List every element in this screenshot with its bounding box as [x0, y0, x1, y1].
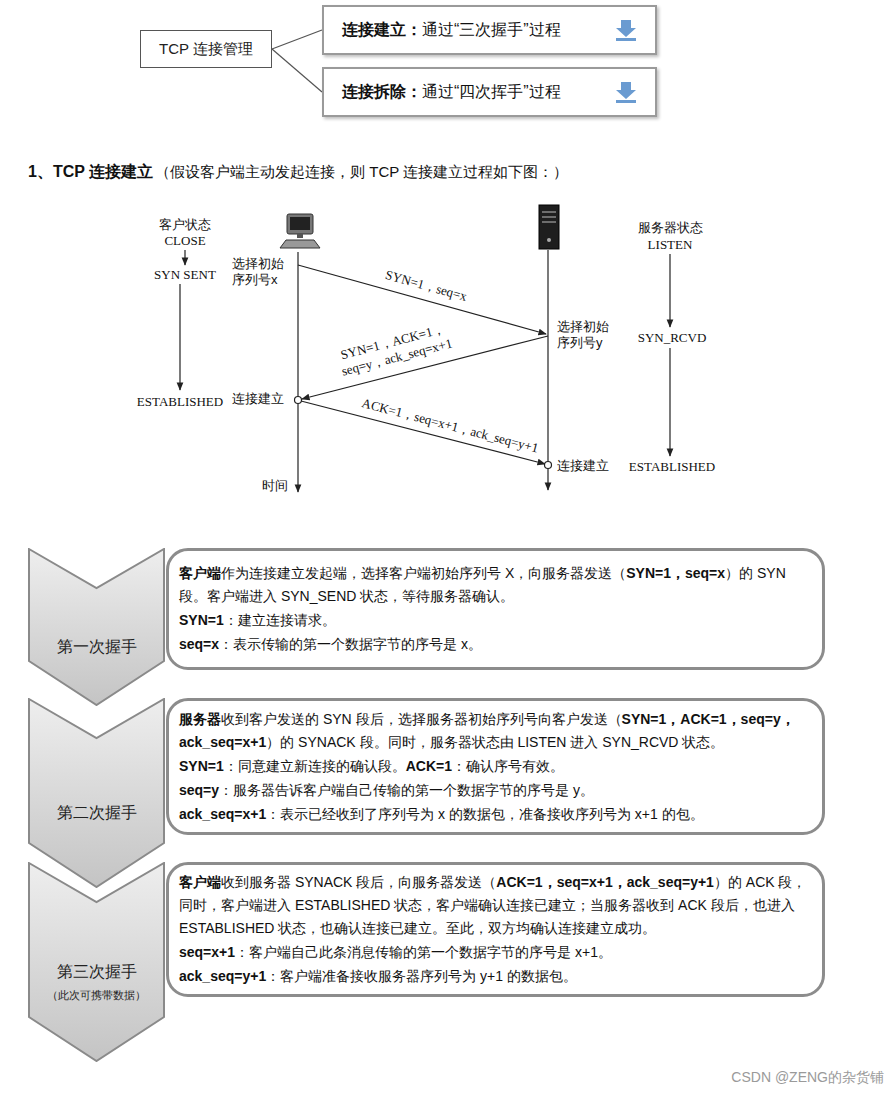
- text-line: 连接建立：通过“三次握手”过程: [342, 20, 561, 41]
- step-chevron: 第三次握手 （此次可携带数据）: [28, 862, 165, 1062]
- explanation: ：建立连接请求。: [224, 612, 336, 628]
- state-label: 时间: [262, 478, 288, 494]
- paragraph: SYN=1：建立连接请求。: [179, 609, 810, 632]
- step-name: 第二次握手: [57, 803, 137, 824]
- box-text: 通过“三次握手”过程: [422, 21, 561, 38]
- state-label: SYN_RCVD: [638, 330, 707, 346]
- explanation: 作为连接建立发起端，选择客户端初始序列号 X，向服务器发送（: [221, 565, 626, 581]
- message-arrow: [298, 265, 546, 334]
- explanation: ：客户端准备接收服务器序列号为 y+1 的数据包。: [266, 968, 577, 984]
- state-label: 选择初始序列号y: [557, 319, 617, 352]
- text-line: TCP 连接管理: [159, 40, 253, 59]
- paragraph: seq=x：表示传输的第一个数据字节的序号是 x。: [179, 633, 810, 656]
- state-arrow: [669, 254, 670, 327]
- explanation: ）的 SYNACK 段。同时，服务器状态由 LISTEN 进入 SYN_RCVD…: [266, 734, 724, 750]
- client-lifeline: [297, 252, 298, 492]
- chevron-shape: [28, 548, 165, 706]
- key-term: ack_seq=x+1: [179, 806, 266, 822]
- message-label: SYN=1，seq=x: [382, 267, 469, 306]
- state-arrow: [179, 284, 180, 390]
- step-description-box: 客户端收到服务器 SYNACK 段后，向服务器发送（ACK=1，seq=x+1，…: [166, 862, 825, 997]
- chevron-outline: [29, 863, 164, 1061]
- step-name: 第一次握手: [57, 637, 137, 658]
- paragraph: 客户端作为连接建立发起端，选择客户端初始序列号 X，向服务器发送（SYN=1，s…: [179, 562, 810, 608]
- topic-branch-box: 连接建立：通过“三次握手”过程: [322, 5, 657, 55]
- server-icon: [539, 205, 559, 249]
- state-label: 客户状态: [159, 217, 211, 233]
- state-arrow: [669, 348, 670, 456]
- key-term: 客户端: [179, 565, 221, 581]
- key-term: SYN=1，seq=x: [626, 565, 725, 581]
- event-dot: [295, 397, 302, 404]
- state-label: 选择初始序列号x: [232, 256, 292, 289]
- connector-line: [272, 30, 322, 49]
- step-chevron: 第二次握手: [28, 698, 165, 888]
- title-note: （假设客户端主动发起连接，则 TCP 连接建立过程如下图：）: [155, 163, 568, 182]
- paragraph: seq=x+1：客户端自己此条消息传输的第一个数据字节的序号是 x+1。: [179, 941, 810, 964]
- message-label: SYN=1，ACK=1，seq=y，ack_seq=x+1: [327, 318, 463, 383]
- key-term: seq=y: [179, 782, 219, 798]
- paragraph: 客户端收到服务器 SYNACK 段后，向服务器发送（ACK=1，seq=x+1，…: [179, 871, 810, 940]
- state-label: SYN SENT: [154, 267, 216, 283]
- explanation: ：服务器告诉客户端自己传输的第一个数据字节的序号是 y。: [219, 782, 594, 798]
- chevron-shape: [28, 862, 165, 1062]
- section-title: 1、TCP 连接建立: [28, 162, 153, 183]
- client-computer-icon: [280, 214, 320, 248]
- explanation: 收到客户发送的 SYN 段后，选择服务器初始序列号向客户发送（: [221, 711, 622, 727]
- chevron-outline: [29, 549, 164, 705]
- watermark: CSDN @ZENG的杂货铺: [731, 1069, 884, 1087]
- topic-box: TCP 连接管理: [140, 30, 272, 68]
- explanation: ：客户端自己此条消息传输的第一个数据字节的序号是 x+1。: [235, 944, 612, 960]
- state-arrow: [184, 250, 185, 265]
- paragraph: SYN=1：同意建立新连接的确认段。ACK=1：确认序号有效。: [179, 755, 810, 778]
- explanation: 收到服务器 SYNACK 段后，向服务器发送（: [221, 874, 496, 890]
- box-heading: 连接拆除：: [342, 83, 422, 100]
- key-term: seq=x: [179, 636, 219, 652]
- state-label: 连接建立: [232, 391, 284, 407]
- paragraph: 服务器收到客户发送的 SYN 段后，选择服务器初始序列号向客户发送（SYN=1，…: [179, 708, 810, 754]
- paragraph: seq=y：服务器告诉客户端自己传输的第一个数据字节的序号是 y。: [179, 779, 810, 802]
- explanation: ：同意建立新连接的确认段。: [224, 758, 406, 774]
- topic-branch-box: 连接拆除：通过“四次挥手”过程: [322, 67, 657, 117]
- paragraph: ack_seq=x+1：表示已经收到了序列号为 x 的数据包，准备接收序列号为 …: [179, 803, 810, 826]
- step-name: 第三次握手: [57, 962, 137, 983]
- explanation: ：表示已经收到了序列号为 x 的数据包，准备接收序列号为 x+1 的包。: [266, 806, 704, 822]
- explanation: ：表示传输的第一个数据字节的序号是 x。: [219, 636, 482, 652]
- message-label: ACK=1，seq=x+1，ack_seq=y+1: [359, 395, 541, 457]
- box-text: 通过“四次挥手”过程: [422, 83, 561, 100]
- key-term: ack_seq=y+1: [179, 968, 266, 984]
- event-dot: [545, 462, 552, 469]
- step-description-box: 服务器收到客户发送的 SYN 段后，选择服务器初始序列号向客户发送（SYN=1，…: [166, 698, 825, 835]
- text-line: 连接拆除：通过“四次挥手”过程: [342, 82, 561, 103]
- key-term: SYN=1: [179, 758, 224, 774]
- explanation: ：确认序号有效。: [452, 758, 564, 774]
- state-label: ESTABLISHED: [629, 459, 715, 475]
- server-lifeline: [547, 250, 548, 490]
- state-label: CLOSE: [164, 233, 205, 249]
- step-chevron: 第一次握手: [28, 548, 165, 706]
- chevron-outline: [29, 699, 164, 887]
- key-term: ACK=1: [406, 758, 452, 774]
- box-text: TCP 连接管理: [159, 40, 253, 57]
- key-term: SYN=1: [179, 612, 224, 628]
- step-note: （此次可携带数据）: [47, 987, 146, 1003]
- step-description-box: 客户端作为连接建立发起端，选择客户端初始序列号 X，向服务器发送（SYN=1，s…: [166, 548, 825, 670]
- state-label: 服务器状态: [638, 220, 703, 236]
- box-heading: 连接建立：: [342, 21, 422, 38]
- key-term: ACK=1，seq=x+1，ack_seq=y+1: [496, 874, 714, 890]
- chevron-shape: [28, 698, 165, 888]
- key-term: 服务器: [179, 711, 221, 727]
- state-label: LISTEN: [648, 237, 693, 253]
- key-term: seq=x+1: [179, 944, 235, 960]
- connector-line: [272, 49, 322, 92]
- state-label: 连接建立: [557, 458, 609, 474]
- state-label: ESTABLISHED: [137, 394, 223, 410]
- key-term: 客户端: [179, 874, 221, 890]
- paragraph: ack_seq=y+1：客户端准备接收服务器序列号为 y+1 的数据包。: [179, 965, 810, 988]
